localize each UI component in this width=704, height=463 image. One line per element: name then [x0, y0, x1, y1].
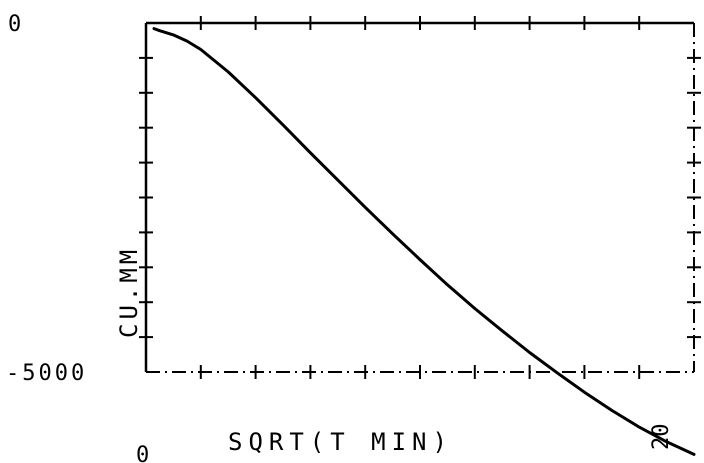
x-tick-label-right: 20 — [649, 424, 674, 451]
y-axis-label: CU.MM — [115, 246, 143, 338]
series-line — [152, 27, 696, 456]
tick-marks — [139, 16, 701, 379]
x-tick-label-left: 0 — [136, 443, 149, 463]
x-axis-label: SQRT(T MIN) — [228, 428, 453, 456]
y-tick-label-top: 0 — [8, 12, 21, 37]
plot-frame — [144, 21, 695, 373]
y-tick-label-bottom: -5000 — [6, 361, 87, 386]
